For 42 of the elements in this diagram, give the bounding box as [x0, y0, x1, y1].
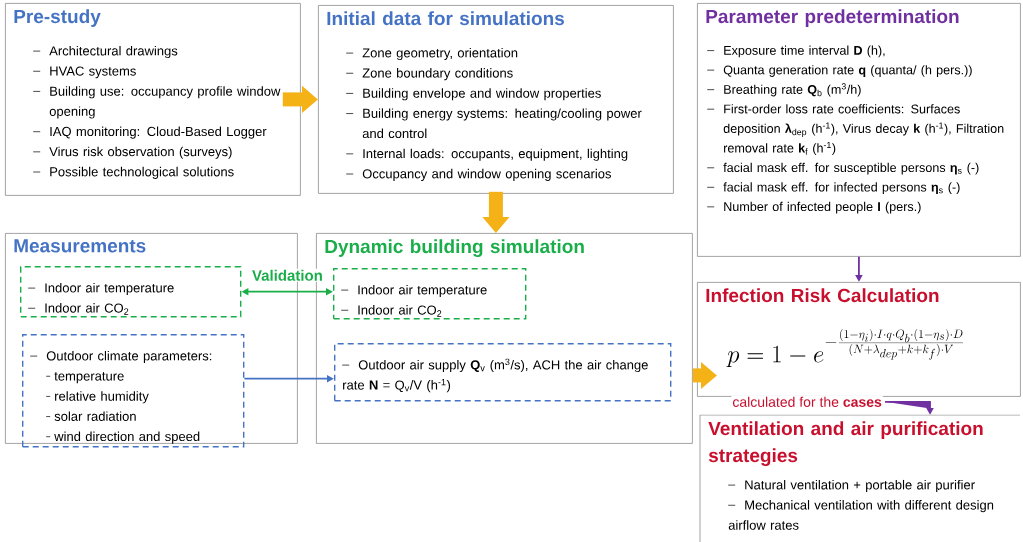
- node-label: solar radiation: [54, 411, 136, 421]
- bullet-list: Outdoor climate parameters: temperature relative humidity solar radiation wind direction and speed: [29, 350, 212, 444]
- node-label: relative humidity: [55, 391, 149, 404]
- node-label: HVAC systems: [50, 66, 136, 79]
- node-label: Building energy systems: heating/cooling power and control: [362, 108, 642, 139]
- node-label: Occupancy and window opening scenarios: [362, 168, 611, 181]
- edge-label: calculated for the cases: [731, 395, 883, 408]
- node-label: Number of infected people I (pers.): [724, 201, 921, 214]
- box-title: Measurements: [14, 239, 146, 253]
- node-label: Possible technological solutions: [50, 166, 234, 179]
- box-title: Dynamic building simulation: [325, 239, 584, 257]
- box-title: Pre-study: [14, 9, 101, 27]
- node-label: temperature: [54, 372, 124, 384]
- box-title: Infection Risk Calculation: [706, 288, 939, 303]
- bullet-list: Zone geometry, orientation Zone boundary conditions Building envelope and window properties Building energy systems: heating/cooling power and control Internal loads: occupants, equipment, lighting Occupancy and window opening scenarios: [345, 47, 642, 181]
- node-label: Zone geometry, orientation: [362, 47, 518, 61]
- node-label: Quanta generation rate q (quanta/ (h pers.)): [723, 65, 972, 77]
- bullet-list: Indoor air temperature Indoor air CO$_{2}$: [27, 282, 174, 315]
- bullet-list: Natural ventilation + portable air purifier Mechanical ventilation with different design airflow rates: [727, 479, 994, 530]
- node-label: First-order loss rate coefficients: Surfaces deposition λ$_{dep}$ (h$^{-1}$), Virus decay k (h$^{-1}$), Filtration removal rate k$_{f}$ (h$^{-1}$): [723, 104, 1004, 155]
- box-title: Ventilation and air purification strategies: [708, 421, 983, 466]
- bullet-list: Architectural drawings HVAC systems Building use: occupancy profile window opening IAQ monitoring: Cloud-Based Logger Virus risk observation (surveys) Possible technological solutions: [32, 45, 281, 179]
- node-label: Building envelope and window properties: [363, 88, 601, 101]
- node-label: Breathing rate Q$_{b}$ (m$^{3}$/h): [724, 83, 861, 97]
- node-label: Exposure time interval D (h),: [724, 45, 885, 58]
- node-label: wind direction and speed: [54, 431, 200, 444]
- node-label: Zone boundary conditions: [362, 68, 513, 81]
- bullet-list: Indoor air temperature Indoor air CO$_{2}$: [340, 284, 487, 317]
- node-label: Architectural drawings: [49, 45, 178, 59]
- box-title: Initial data for simulations: [327, 11, 564, 26]
- box-title: Parameter predetermination: [706, 9, 959, 27]
- node-label: IAQ monitoring: Cloud-Based Logger: [50, 126, 267, 139]
- node-label: Building use: occupancy profile window opening: [49, 86, 281, 119]
- bullet-list: Exposure time interval D (h), Quanta generation rate q (quanta/ (h pers.)) Breathing rate Q$_{b}$ (m$^{3}$/h) First-order loss rate coefficients: Surfaces deposition λ$_{dep}$ (h$^{-1}$), Virus decay k (h$^{-1}$), Filtration removal rate k$_{f}$ (h$^{-1}$) facial mask eff. for susceptible persons η$_{s}$ (-) facial mask eff. for infected persons η$_{s}$ (-) Number of infected people I (pers.): [706, 45, 1004, 214]
- edge-label: Validation: [251, 268, 324, 282]
- node-label: Virus risk observation (surveys): [49, 146, 232, 159]
- node-label: Outdoor climate parameters:: [46, 350, 212, 364]
- node-label: Internal loads: occupants, equipment, lighting: [363, 148, 628, 161]
- node-label: facial mask eff. for infected persons η$_{s}$ (-): [723, 182, 960, 195]
- bullet-list: Outdoor air supply Q$_{v}$ (m$^{3}$/s), ACH the air change rate N = Q$_{v}$/V (h$^{-1}$): [341, 358, 648, 393]
- formula: $p = 1 - e^{-\frac{(1-\eta_i)\cdot I\cdot q\cdot Q_b\cdot(1-\eta_s)\cdot D}{(N+\lambda_{dep}+k+k_f)\cdot V}}$: [726, 328, 964, 368]
- node-label: facial mask eff. for susceptible persons η$_{s}$ (-): [723, 162, 979, 175]
